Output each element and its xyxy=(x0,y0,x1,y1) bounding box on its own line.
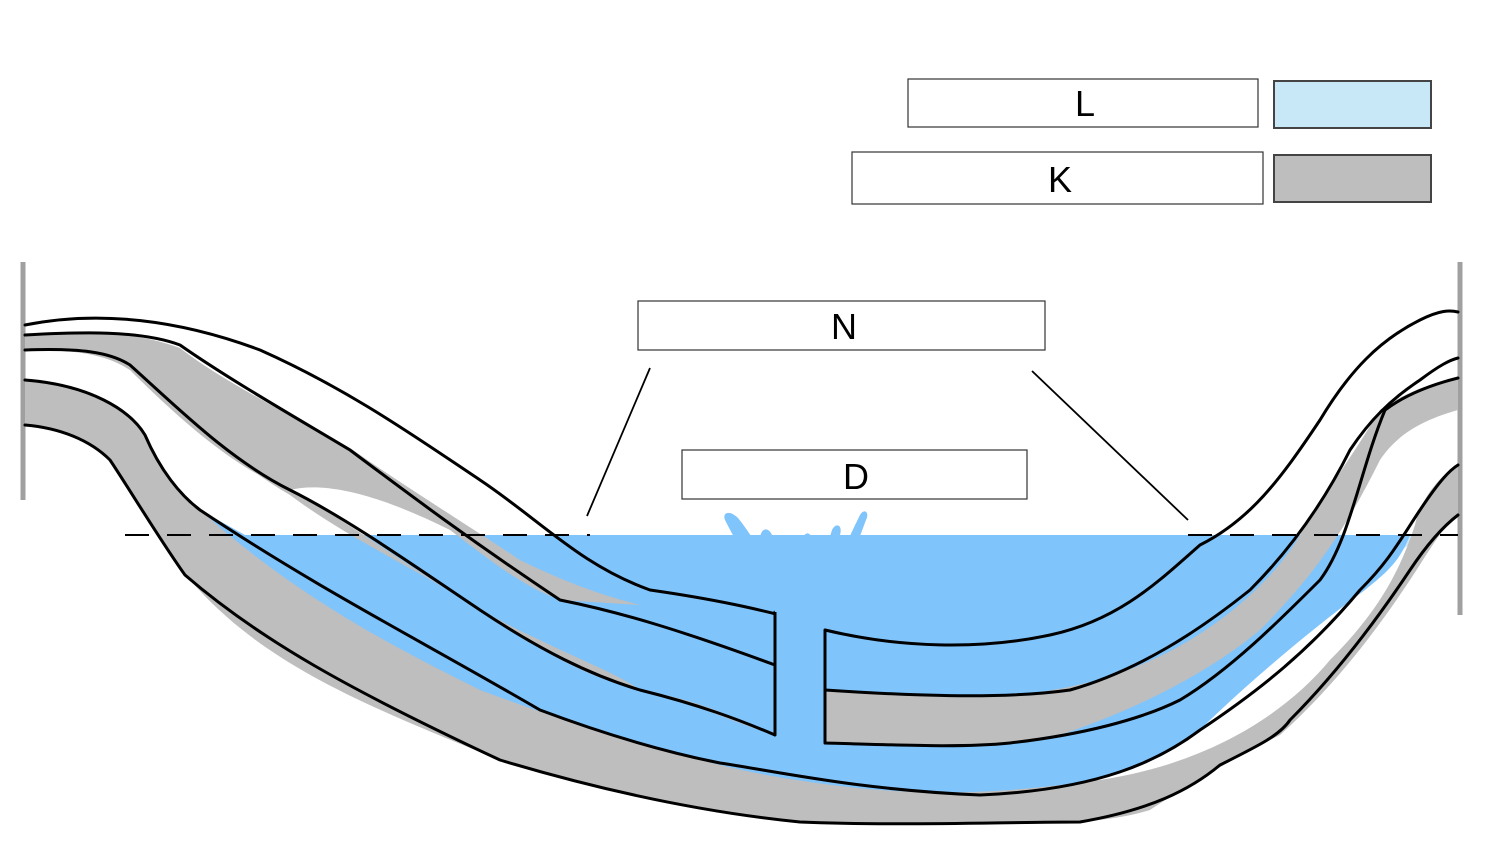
strata-outlines xyxy=(23,309,1460,826)
leader-n-left xyxy=(586,367,651,517)
outline-3 xyxy=(23,348,777,737)
legend-swatch-l xyxy=(1273,80,1432,129)
label-box-d[interactable] xyxy=(681,449,1028,500)
label-box-k[interactable] xyxy=(851,151,1264,205)
callout-n: N xyxy=(586,300,1189,521)
outline-5 xyxy=(23,423,1460,826)
label-box-n[interactable] xyxy=(637,300,1046,351)
legend-swatch-k xyxy=(1273,154,1432,203)
label-d: D xyxy=(843,456,869,497)
legend: L K xyxy=(851,78,1432,205)
legend-item-l: L xyxy=(907,78,1432,129)
label-n: N xyxy=(831,306,857,347)
label-l: L xyxy=(1075,83,1095,124)
rock-layer-upper xyxy=(25,332,640,605)
outline-top-right xyxy=(823,309,1460,647)
well-shaft xyxy=(775,612,825,744)
outline-3-right xyxy=(823,376,1460,748)
label-k: K xyxy=(1048,159,1072,200)
legend-item-k: K xyxy=(851,151,1432,205)
outline-2-right xyxy=(823,356,1460,698)
fountain-icon xyxy=(724,511,868,624)
leader-n-right xyxy=(1031,370,1189,521)
rock-layer-lower xyxy=(25,380,1458,825)
label-box-l[interactable] xyxy=(907,78,1259,128)
outline-4 xyxy=(23,378,1460,797)
callout-d: D xyxy=(681,449,1028,500)
outline-top xyxy=(23,316,782,617)
outline-2 xyxy=(23,331,777,667)
